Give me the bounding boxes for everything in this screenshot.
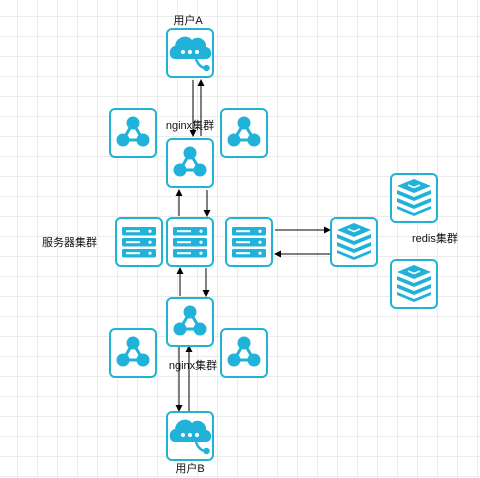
nginx-bottom-left-node[interactable]: [109, 328, 157, 378]
server-rack-icon: [122, 227, 156, 258]
nginx-bottom-label: nginx集群: [169, 358, 217, 372]
nginx-bottom-right-node[interactable]: [220, 328, 268, 378]
redis-cluster-label: redis集群: [412, 231, 458, 245]
server-cluster-label: 服务器集群: [42, 235, 97, 249]
server-left-node[interactable]: [115, 217, 163, 267]
user-a-node[interactable]: [166, 28, 214, 78]
nginx-top-right-node[interactable]: [220, 108, 268, 158]
server-rack-icon: [232, 227, 266, 258]
redis-bottom-node[interactable]: [390, 259, 438, 309]
user-a-label: 用户A: [173, 13, 203, 27]
server-center-node[interactable]: [166, 217, 214, 267]
nginx-top-label: nginx集群: [166, 118, 214, 132]
user-b-label: 用户B: [175, 461, 204, 475]
user-b-node[interactable]: [166, 411, 214, 461]
server-rack-icon: [173, 227, 207, 258]
redis-main-node[interactable]: [330, 217, 378, 267]
redis-top-node[interactable]: [390, 173, 438, 223]
connectors: [175, 79, 331, 412]
nginx-top-left-node[interactable]: [109, 108, 157, 158]
nginx-top-center-node[interactable]: [166, 138, 214, 188]
server-right-node[interactable]: [225, 217, 273, 267]
nginx-bottom-center-node[interactable]: [166, 297, 214, 347]
